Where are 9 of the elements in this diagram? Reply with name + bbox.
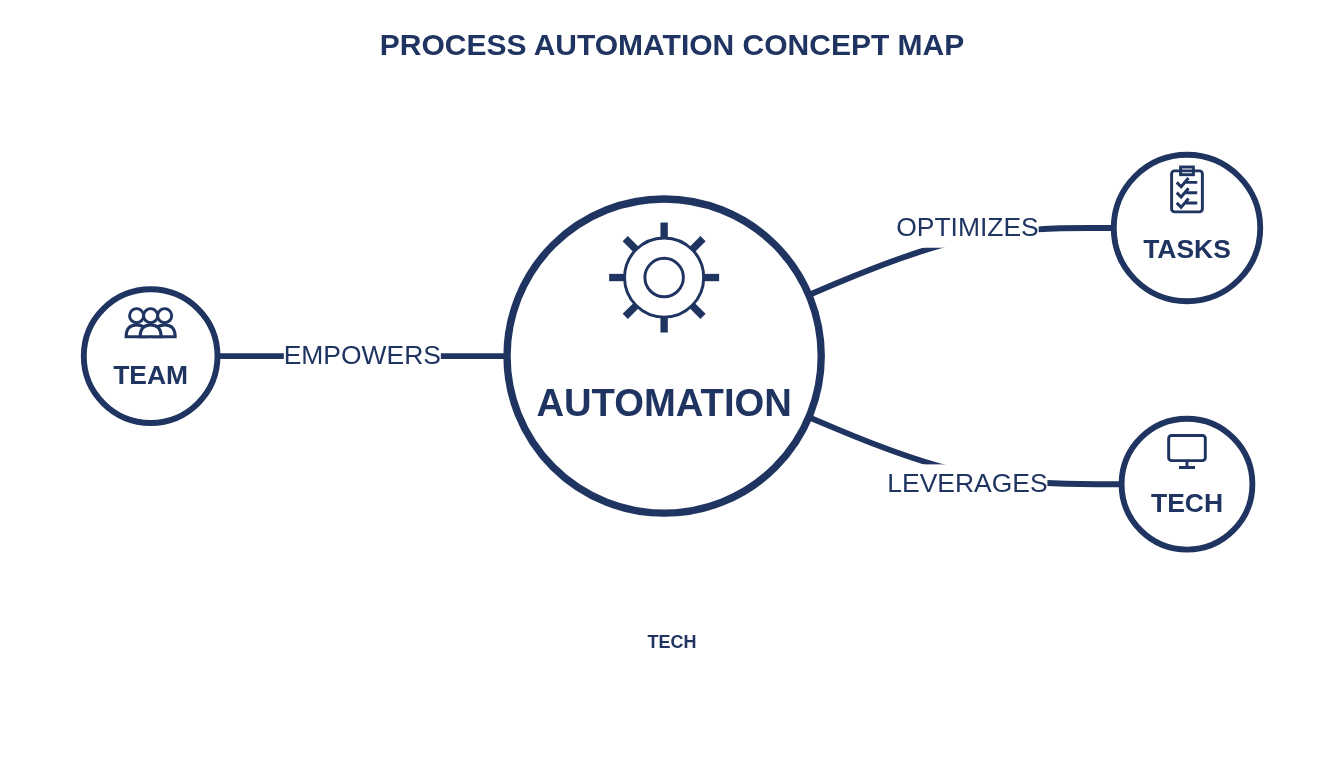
edge-label: OPTIMIZES	[896, 212, 1039, 242]
node-circle: TECH	[1118, 415, 1256, 553]
node-circle: AUTOMATION	[503, 195, 825, 517]
title: PROCESS AUTOMATION CONCEPT MAP	[378, 28, 966, 62]
node-circle: TASKS	[1110, 151, 1264, 304]
edge-label: EMPOWERS	[283, 340, 441, 370]
node-circle: TEAM	[80, 286, 221, 426]
text-label: TECH	[647, 632, 697, 652]
edge-label: LEVERAGES	[887, 468, 1048, 498]
